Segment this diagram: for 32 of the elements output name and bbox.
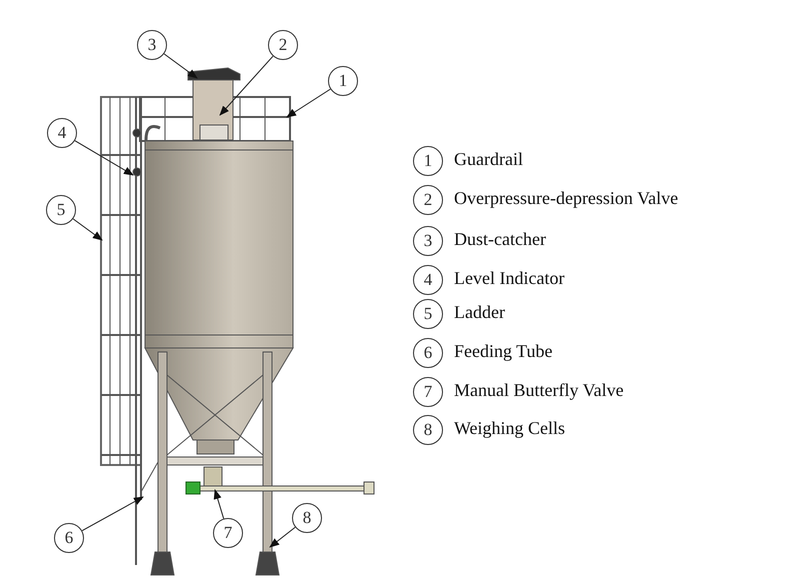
callout-number: 1 — [328, 66, 358, 96]
leader-line — [74, 140, 134, 176]
leader-line — [214, 489, 224, 520]
part-name: Manual Butterfly Valve — [454, 380, 624, 401]
callout-number: 4 — [47, 118, 77, 148]
callout-number: 8 — [292, 503, 322, 533]
leader-line — [269, 526, 296, 548]
part-name: Overpressure-depression Valve — [454, 188, 678, 209]
part-name: Guardrail — [454, 149, 523, 170]
callout-number: 5 — [46, 195, 76, 225]
legend-number: 3 — [413, 226, 443, 256]
callout-number: 6 — [54, 523, 84, 553]
legend-number: 2 — [413, 185, 443, 215]
legend-number: 7 — [413, 377, 443, 407]
leader-line — [219, 56, 274, 116]
callout-number: 3 — [137, 30, 167, 60]
part-name: Ladder — [454, 302, 505, 323]
legend-number: 1 — [413, 146, 443, 176]
legend-number: 5 — [413, 299, 443, 329]
callout-number: 7 — [213, 518, 243, 548]
part-name: Weighing Cells — [454, 418, 566, 439]
part-name: Feeding Tube — [454, 341, 553, 362]
leader-line — [72, 218, 103, 241]
leader-line — [82, 496, 144, 532]
part-name: Level Indicator — [454, 268, 564, 289]
leader-line — [286, 88, 331, 118]
part-name: Dust-catcher — [454, 229, 546, 250]
legend-number: 6 — [413, 338, 443, 368]
leader-line — [164, 53, 198, 79]
legend-number: 4 — [413, 265, 443, 295]
legend-number: 8 — [413, 415, 443, 445]
callout-number: 2 — [268, 30, 298, 60]
